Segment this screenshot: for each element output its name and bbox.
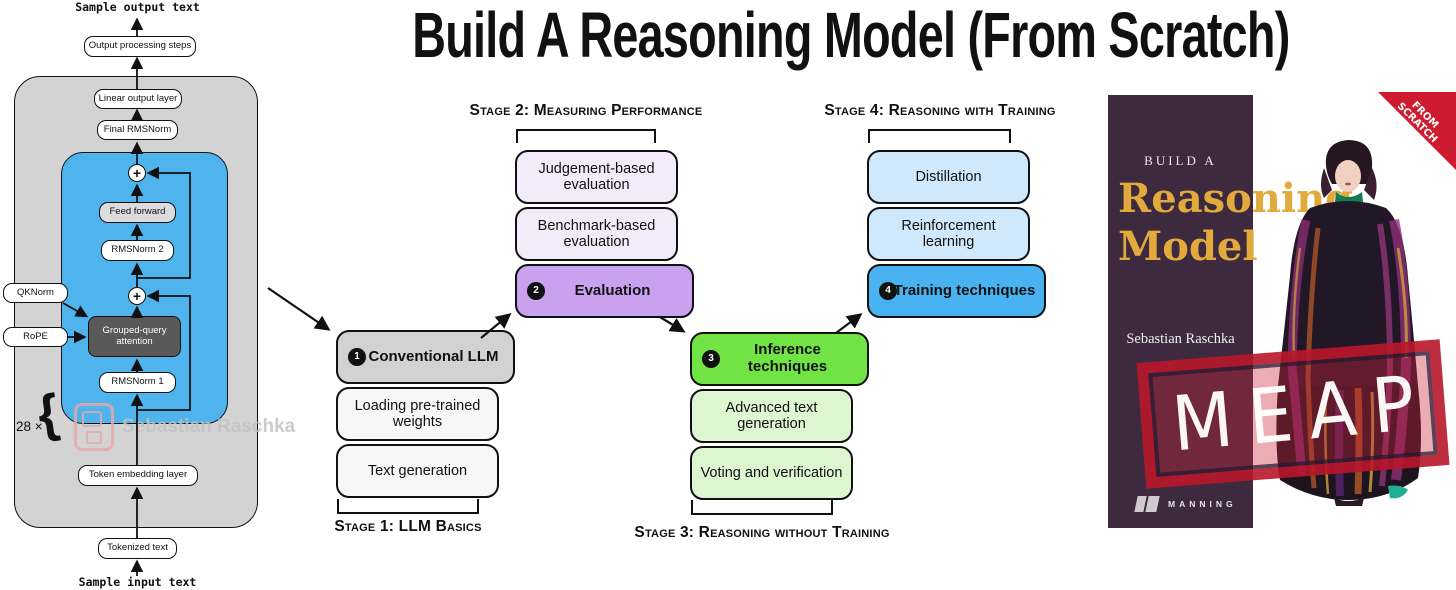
step-number-badge: 1 xyxy=(348,348,366,366)
output-processing-box: Output processing steps xyxy=(84,36,196,57)
flow-box-advanced-generation: Advanced text generation xyxy=(690,389,853,443)
final-rmsnorm-box: Final RMSNorm xyxy=(97,120,178,140)
flow-box-benchmark-eval: Benchmark-based evaluation xyxy=(515,207,678,261)
qknorm-box: QKNorm xyxy=(3,283,68,303)
tokenized-text-box: Tokenized text xyxy=(98,538,177,559)
book-series-text: BUILD A xyxy=(1144,153,1217,168)
stage1-label: Stage 1: LLM Basics xyxy=(334,518,482,535)
token-embedding-box: Token embedding layer xyxy=(78,465,198,486)
page-title-text: Build A Reasoning Model (From Scratch) xyxy=(412,0,1290,71)
rope-box: RoPE xyxy=(3,327,68,347)
flow-box-evaluation: 2 Evaluation xyxy=(515,264,694,318)
page-title: Build A Reasoning Model (From Scratch) xyxy=(250,0,1290,72)
book-author: Sebastian Raschka xyxy=(1126,331,1235,347)
meap-stamp-inner-border: MEAP xyxy=(1148,351,1438,477)
flow-box-inference-techniques: 3 Inference techniques xyxy=(690,332,869,386)
watermark-text: Sebastian Raschka xyxy=(122,416,296,437)
sample-output-text: Sample output text xyxy=(75,0,200,14)
watermark: Sebastian Raschka xyxy=(74,403,295,451)
publisher-name: MANNING xyxy=(1168,499,1237,509)
step-number-badge: 4 xyxy=(879,282,897,300)
feed-forward-box: Feed forward xyxy=(99,202,176,223)
book-title-line2: Model xyxy=(1118,223,1258,270)
flow-box-reinforcement-learning: Reinforcement learning xyxy=(867,207,1030,261)
rmsnorm1-box: RMSNorm 1 xyxy=(99,372,176,393)
flow-box-voting-verification: Voting and verification xyxy=(690,446,853,500)
watermark-logo-icon xyxy=(74,403,114,451)
manning-logo-icon xyxy=(1145,496,1160,512)
book-title-line1: Reasoning xyxy=(1118,175,1354,222)
flow-box-text-generation: Text generation xyxy=(336,444,499,498)
stage3-label: Stage 3: Reasoning without Training xyxy=(634,524,890,541)
residual-add-icon: + xyxy=(128,287,146,305)
sample-input-text: Sample input text xyxy=(78,575,197,589)
from-scratch-ribbon: FROM SCRATCH xyxy=(1378,92,1456,170)
residual-add-icon: + xyxy=(128,164,146,182)
repeat-count-label: 28 × xyxy=(16,419,43,434)
flow-box-conventional-llm: 1 Conventional LLM xyxy=(336,330,515,384)
stage2-label: Stage 2: Measuring Performance xyxy=(469,102,703,119)
ribbon-text-line2: SCRATCH xyxy=(1395,101,1439,145)
meap-stamp-text: MEAP xyxy=(1168,357,1434,469)
publisher-logo: MANNING xyxy=(1134,496,1237,512)
step-number-badge: 2 xyxy=(527,282,545,300)
flow-box-training-techniques: 4 Training techniques xyxy=(867,264,1046,318)
step-number-badge: 3 xyxy=(702,350,720,368)
stage4-label: Stage 4: Reasoning with Training xyxy=(824,102,1056,119)
rmsnorm2-box: RMSNorm 2 xyxy=(101,240,174,261)
meap-stamp: MEAP xyxy=(1136,339,1450,489)
linear-output-layer-box: Linear output layer xyxy=(94,89,182,109)
ribbon-text-line1: FROM xyxy=(1409,100,1440,131)
book-cover: BUILD A Reasoning Model Sebastian Raschk… xyxy=(1108,95,1353,528)
flow-box-distillation: Distillation xyxy=(867,150,1030,204)
flow-box-loading-weights: Loading pre-trained weights xyxy=(336,387,499,441)
flow-box-judgement-eval: Judgement-based evaluation xyxy=(515,150,678,204)
grouped-query-attention-box: Grouped-query attention xyxy=(88,316,181,357)
